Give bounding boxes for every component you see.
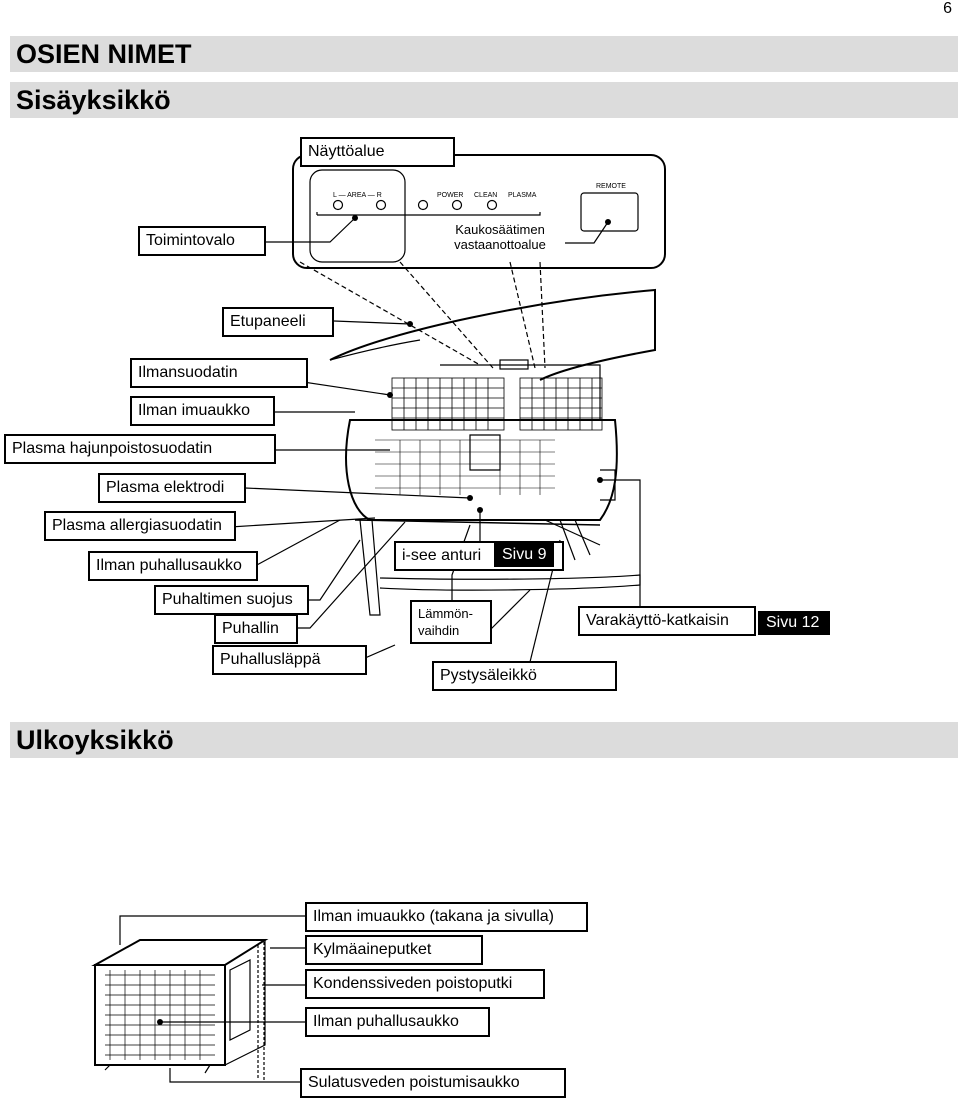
- clean-indicator-label: CLEAN: [474, 192, 498, 199]
- label-plasma-electrode: Plasma elektrodi: [98, 473, 246, 503]
- heat-exchanger-fins: [375, 439, 555, 495]
- page-number: 6: [943, 0, 952, 17]
- label-remote-receiver: Kaukosäätimen vastaanottoalue: [440, 222, 560, 252]
- indoor-unit-body: [345, 419, 618, 521]
- label-air-inlet: Ilman imuaukko: [130, 396, 275, 426]
- plasma-indicator-label: PLASMA: [508, 192, 537, 199]
- emergency-page-ref: Sivu 12: [758, 611, 830, 635]
- label-flap: Puhallusläppä: [212, 645, 367, 675]
- indoor-section-band: Sisäyksikkö: [10, 82, 958, 118]
- front-panel: [329, 288, 656, 381]
- indoor-section-title: Sisäyksikkö: [16, 85, 171, 115]
- label-outdoor-air-inlet: Ilman imuaukko (takana ja sivulla): [305, 902, 588, 932]
- outdoor-grille: [105, 970, 215, 1060]
- air-filter-grid: [391, 377, 603, 431]
- label-fan: Puhallin: [214, 614, 298, 644]
- label-heat-exchanger: Lämmön- vaihdin: [410, 600, 492, 644]
- drain-pipe-drawing: [257, 942, 265, 1080]
- area-subpanel: [309, 169, 406, 263]
- label-drain-hose: Kondenssiveden poistoputki: [305, 969, 545, 999]
- flap: [379, 574, 641, 591]
- page-title-band: OSIEN NIMET: [10, 36, 958, 72]
- isee-sensor-text: i-see anturi: [402, 547, 482, 564]
- label-emergency-switch: Varakäyttö-katkaisin: [578, 606, 756, 636]
- outdoor-unit-front: [94, 964, 226, 1066]
- outdoor-section-title: Ulkoyksikkö: [16, 725, 174, 755]
- isee-page-ref: Sivu 9: [494, 543, 555, 567]
- power-indicator-label: POWER: [437, 192, 464, 199]
- outdoor-section-band: Ulkoyksikkö: [10, 722, 958, 758]
- label-front-panel: Etupaneeli: [222, 307, 334, 337]
- area-label: L — AREA — R: [333, 192, 382, 199]
- label-plasma-allergy-filter: Plasma allergiasuodatin: [44, 511, 236, 541]
- display-panel-outline: [292, 154, 666, 269]
- fan-guard-piece: [359, 519, 381, 616]
- remote-label: REMOTE: [596, 183, 626, 190]
- remote-window: [580, 192, 639, 232]
- label-air-outlet: Ilman puhallusaukko: [88, 551, 258, 581]
- label-defrost-drain: Sulatusveden poistumisaukko: [300, 1068, 566, 1098]
- label-plasma-deodorizing-filter: Plasma hajunpoistosuodatin: [4, 434, 276, 464]
- label-vertical-vane: Pystysäleikkö: [432, 661, 617, 691]
- label-outdoor-air-outlet: Ilman puhallusaukko: [305, 1007, 490, 1037]
- label-fan-guard: Puhaltimen suojus: [154, 585, 309, 615]
- label-display-area: Näyttöalue: [300, 137, 455, 167]
- label-operation-lamp: Toimintovalo: [138, 226, 266, 256]
- label-air-filter: Ilmansuodatin: [130, 358, 308, 388]
- label-refrigerant-pipes: Kylmäaineputket: [305, 935, 483, 965]
- page-title: OSIEN NIMET: [16, 39, 192, 69]
